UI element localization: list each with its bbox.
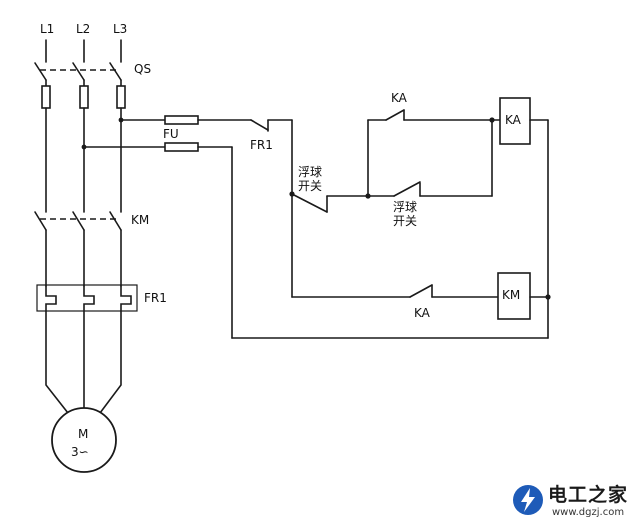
label-l3: L3 xyxy=(113,22,127,36)
km-contact-2 xyxy=(72,211,85,231)
fr1-contact-blade xyxy=(250,119,269,131)
control-fuse-2 xyxy=(164,142,199,152)
qs-blade-1 xyxy=(34,62,47,81)
motor-label-type: 3∽ xyxy=(71,445,89,459)
watermark-name: 电工之家 xyxy=(548,484,629,506)
km-coil xyxy=(497,272,531,320)
wire-motor-u xyxy=(45,310,69,414)
main-circuit: L1 L2 L3 QS KM xyxy=(34,22,167,473)
label-l1: L1 xyxy=(40,22,54,36)
overload-element-2 xyxy=(83,285,95,312)
label-fu: FU xyxy=(163,127,179,141)
control-circuit: FU FR1 浮球 开关 KA 浮球 开关 KA xyxy=(83,91,551,339)
label-ka-contact-top: KA xyxy=(391,91,408,105)
wire-motor-w xyxy=(99,310,122,414)
label-ka-coil: KA xyxy=(505,113,522,127)
label-ka-contact-bottom: KA xyxy=(414,306,431,320)
float-switch-1-blade xyxy=(291,193,328,213)
qs-blade-2 xyxy=(72,62,85,81)
watermark-logo: 电工之家 www.dgzj.com xyxy=(508,478,640,526)
label-qs: QS xyxy=(134,62,151,76)
float-switch-2-blade xyxy=(393,181,421,197)
ka-contact-top-blade xyxy=(385,109,405,121)
motor-label-m: M xyxy=(78,427,88,441)
label-km-coil: KM xyxy=(502,288,520,302)
watermark-url: www.dgzj.com xyxy=(552,507,625,518)
control-fuse-1 xyxy=(164,115,199,125)
main-fuse-2 xyxy=(79,85,89,109)
qs-blade-3 xyxy=(109,62,122,81)
overload-relay-box xyxy=(36,284,138,312)
float-switch-1-label-a: 浮球 xyxy=(298,165,322,179)
overload-element-1 xyxy=(45,285,57,312)
main-fuse-3 xyxy=(116,85,126,109)
label-fr1-contact: FR1 xyxy=(250,138,273,152)
float-switch-1-label-b: 开关 xyxy=(298,179,322,193)
motor xyxy=(51,407,117,473)
overload-element-3 xyxy=(120,285,132,312)
float-switch-2-label-b: 开关 xyxy=(393,214,417,228)
ka-contact-bottom-blade xyxy=(409,284,433,298)
label-km-main: KM xyxy=(131,213,149,227)
label-l2: L2 xyxy=(76,22,90,36)
label-fr1-main: FR1 xyxy=(144,291,167,305)
km-contact-1 xyxy=(34,211,47,231)
lightning-logo-icon xyxy=(513,485,543,515)
float-switch-2-label-a: 浮球 xyxy=(393,200,417,214)
main-fuse-1 xyxy=(41,85,51,109)
km-contact-3 xyxy=(109,211,122,231)
ka-coil xyxy=(499,97,531,145)
